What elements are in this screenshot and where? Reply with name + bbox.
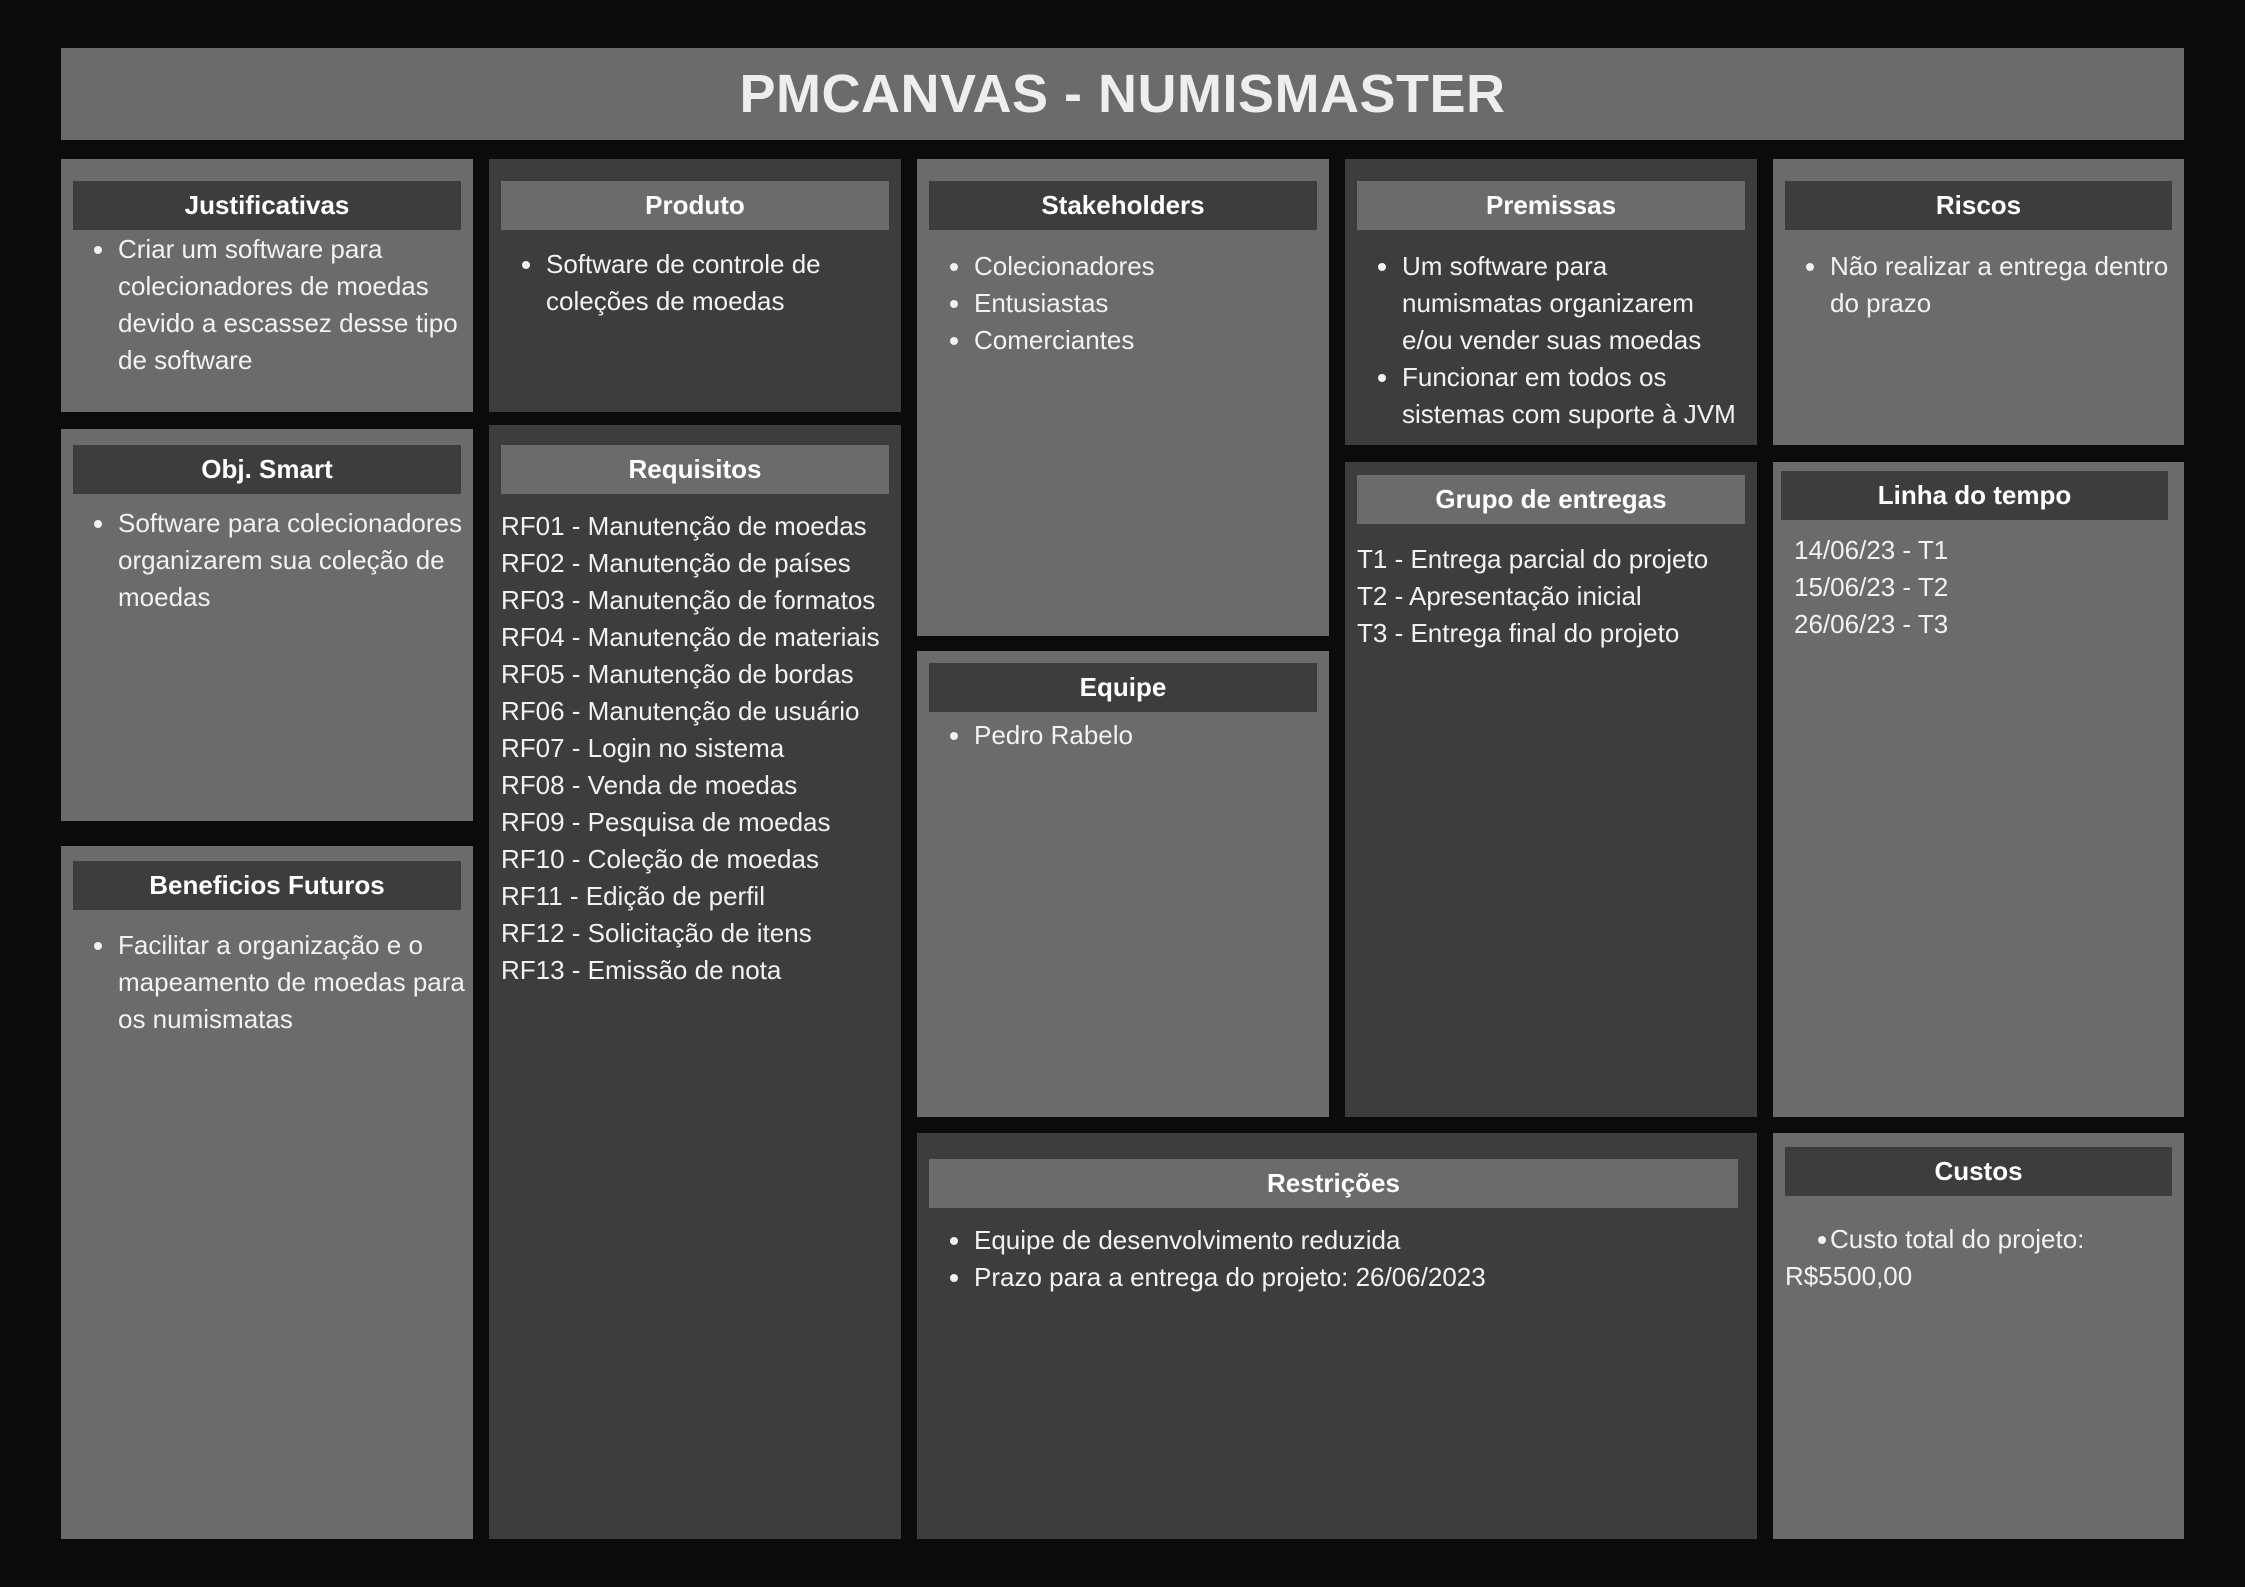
list-item: RF03 - Manutenção de formatos xyxy=(501,585,876,615)
panel-content-equipe: Pedro Rabelo xyxy=(929,717,1323,754)
list-item: T3 - Entrega final do projeto xyxy=(1357,618,1680,648)
list-item: Prazo para a entrega do projeto: 26/06/2… xyxy=(929,1259,1751,1296)
list-item: T1 - Entrega parcial do projeto xyxy=(1357,544,1709,574)
list-item: RF04 - Manutenção de materiais xyxy=(501,622,880,652)
list-item: Facilitar a organização e o mapeamento d… xyxy=(73,927,467,1038)
list-item: Software de controle de coleções de moed… xyxy=(501,246,895,320)
list-item: Um software para numismatas organizarem … xyxy=(1357,248,1751,359)
list-item: RF10 - Coleção de moedas xyxy=(501,844,819,874)
list-item: Software para colecionadores organizarem… xyxy=(73,505,467,616)
list-item: Equipe de desenvolvimento reduzida xyxy=(929,1222,1751,1259)
panel-riscos: Riscos Não realizar a entrega dentro do … xyxy=(1773,159,2184,445)
panel-header-equipe: Equipe xyxy=(929,663,1317,712)
list-item: Comerciantes xyxy=(929,322,1323,359)
panel-content-grupo-entregas: T1 - Entrega parcial do projeto T2 - Apr… xyxy=(1357,541,1751,652)
panel-custos: Custos Custo total do projeto: R$5500,00 xyxy=(1773,1133,2184,1539)
list-item: RF12 - Solicitação de itens xyxy=(501,918,812,948)
list-item: RF05 - Manutenção de bordas xyxy=(501,659,854,689)
list-item: 15/06/23 - T2 xyxy=(1794,572,1949,602)
list-item: 26/06/23 - T3 xyxy=(1794,609,1949,639)
panel-content-premissas: Um software para numismatas organizarem … xyxy=(1357,248,1751,433)
panel-header-obj-smart: Obj. Smart xyxy=(73,445,461,494)
panel-header-riscos: Riscos xyxy=(1785,181,2172,230)
panel-content-riscos: Não realizar a entrega dentro do prazo xyxy=(1785,248,2178,322)
list-item: RF11 - Edição de perfil xyxy=(501,881,765,911)
panel-beneficios: Beneficios Futuros Facilitar a organizaç… xyxy=(61,846,473,1539)
panel-content-produto: Software de controle de coleções de moed… xyxy=(501,246,895,320)
panel-content-custos: Custo total do projeto: R$5500,00 xyxy=(1785,1221,2124,1295)
panel-stakeholders: Stakeholders Colecionadores Entusiastas … xyxy=(917,159,1329,636)
panel-header-stakeholders: Stakeholders xyxy=(929,181,1317,230)
list-item: Não realizar a entrega dentro do prazo xyxy=(1785,248,2178,322)
panel-linha-tempo: Linha do tempo 14/06/23 - T1 15/06/23 - … xyxy=(1773,462,2184,1117)
panel-header-produto: Produto xyxy=(501,181,889,230)
panel-content-justificativas: Criar um software para colecionadores de… xyxy=(73,231,467,379)
panel-requisitos: Requisitos RF01 - Manutenção de moedas R… xyxy=(489,425,901,1539)
panel-restricoes: Restrições Equipe de desenvolvimento red… xyxy=(917,1133,1757,1539)
panel-header-requisitos: Requisitos xyxy=(501,445,889,494)
panel-header-justificativas: Justificativas xyxy=(73,181,461,230)
panel-header-custos: Custos xyxy=(1785,1147,2172,1196)
panel-justificativas: Justificativas Criar um software para co… xyxy=(61,159,473,412)
panel-content-requisitos: RF01 - Manutenção de moedas RF02 - Manut… xyxy=(501,508,895,989)
list-item: Pedro Rabelo xyxy=(929,717,1323,754)
panel-header-grupo-entregas: Grupo de entregas xyxy=(1357,475,1745,524)
canvas-title: PMCANVAS - NUMISMASTER xyxy=(61,48,2184,140)
panel-content-restricoes: Equipe de desenvolvimento reduzida Prazo… xyxy=(929,1222,1751,1296)
list-item: Colecionadores xyxy=(929,248,1323,285)
list-item: RF02 - Manutenção de países xyxy=(501,548,851,578)
list-item: RF07 - Login no sistema xyxy=(501,733,785,763)
list-item: RF01 - Manutenção de moedas xyxy=(501,511,867,541)
panel-content-beneficios: Facilitar a organização e o mapeamento d… xyxy=(73,927,467,1038)
custos-text: Custo total do projeto: R$5500,00 xyxy=(1785,1224,2085,1291)
list-item: RF13 - Emissão de nota xyxy=(501,955,782,985)
panel-grupo-entregas: Grupo de entregas T1 - Entrega parcial d… xyxy=(1345,462,1757,1117)
panel-content-stakeholders: Colecionadores Entusiastas Comerciantes xyxy=(929,248,1323,359)
panel-header-restricoes: Restrições xyxy=(929,1159,1738,1208)
list-item: RF06 - Manutenção de usuário xyxy=(501,696,860,726)
panel-content-linha-tempo: 14/06/23 - T1 15/06/23 - T2 26/06/23 - T… xyxy=(1794,532,2178,643)
list-item: RF08 - Venda de moedas xyxy=(501,770,798,800)
list-item: Entusiastas xyxy=(929,285,1323,322)
panel-header-beneficios: Beneficios Futuros xyxy=(73,861,461,910)
panel-header-premissas: Premissas xyxy=(1357,181,1745,230)
list-item: RF09 - Pesquisa de moedas xyxy=(501,807,831,837)
list-item: Funcionar em todos os sistemas com supor… xyxy=(1357,359,1751,433)
panel-premissas: Premissas Um software para numismatas or… xyxy=(1345,159,1757,445)
panel-content-obj-smart: Software para colecionadores organizarem… xyxy=(73,505,467,616)
panel-equipe: Equipe Pedro Rabelo xyxy=(917,651,1329,1117)
panel-produto: Produto Software de controle de coleções… xyxy=(489,159,901,412)
panel-header-linha-tempo: Linha do tempo xyxy=(1781,471,2168,520)
list-item: Criar um software para colecionadores de… xyxy=(73,231,467,379)
list-item: 14/06/23 - T1 xyxy=(1794,535,1949,565)
bullet-icon xyxy=(1818,1236,1826,1244)
list-item: T2 - Apresentação inicial xyxy=(1357,581,1642,611)
panel-obj-smart: Obj. Smart Software para colecionadores … xyxy=(61,429,473,821)
